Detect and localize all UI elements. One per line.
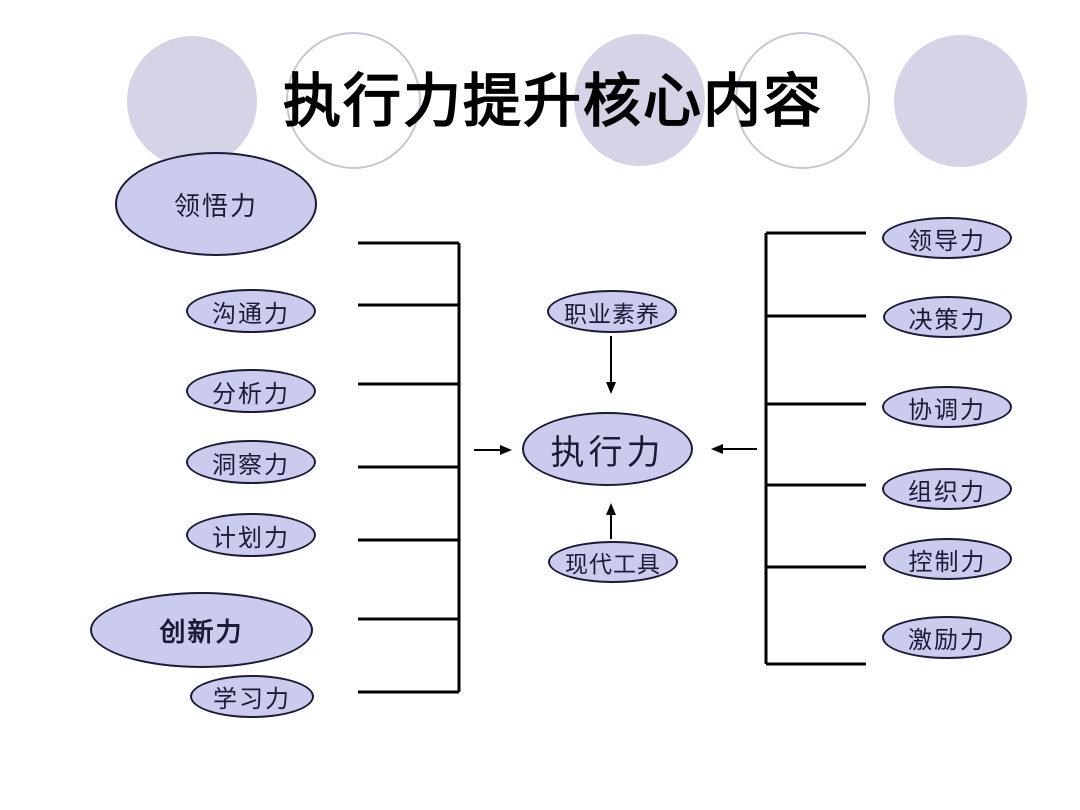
node-insight: 洞察力 — [186, 440, 316, 484]
decorative-ring-circle-1 — [286, 32, 421, 169]
decorative-circle-1 — [127, 36, 257, 167]
node-learning: 学习力 — [190, 675, 314, 718]
node-control: 控制力 — [883, 538, 1012, 580]
decorative-ring-circle-2 — [735, 32, 870, 169]
node-analysis: 分析力 — [186, 369, 316, 413]
node-leadership: 领导力 — [882, 217, 1012, 259]
node-execution: 执行力 — [522, 412, 693, 486]
node-innovation: 创新力 — [90, 592, 313, 668]
node-organization: 组织力 — [882, 468, 1012, 510]
decorative-circle-2 — [574, 34, 705, 166]
node-decision-making: 决策力 — [883, 296, 1012, 338]
left-bracket — [358, 241, 461, 694]
node-comprehension: 领悟力 — [115, 152, 317, 256]
node-modern-tools: 现代工具 — [548, 541, 678, 583]
node-motivation: 激励力 — [882, 616, 1012, 659]
node-professional-quality: 职业素养 — [547, 290, 677, 333]
node-coordination: 协调力 — [882, 386, 1012, 428]
right-bracket — [764, 231, 866, 666]
decorative-circle-3 — [894, 35, 1027, 167]
node-planning: 计划力 — [186, 513, 316, 557]
node-communication: 沟通力 — [186, 289, 316, 333]
slide-title: 执行力提升核心内容 — [283, 69, 824, 134]
